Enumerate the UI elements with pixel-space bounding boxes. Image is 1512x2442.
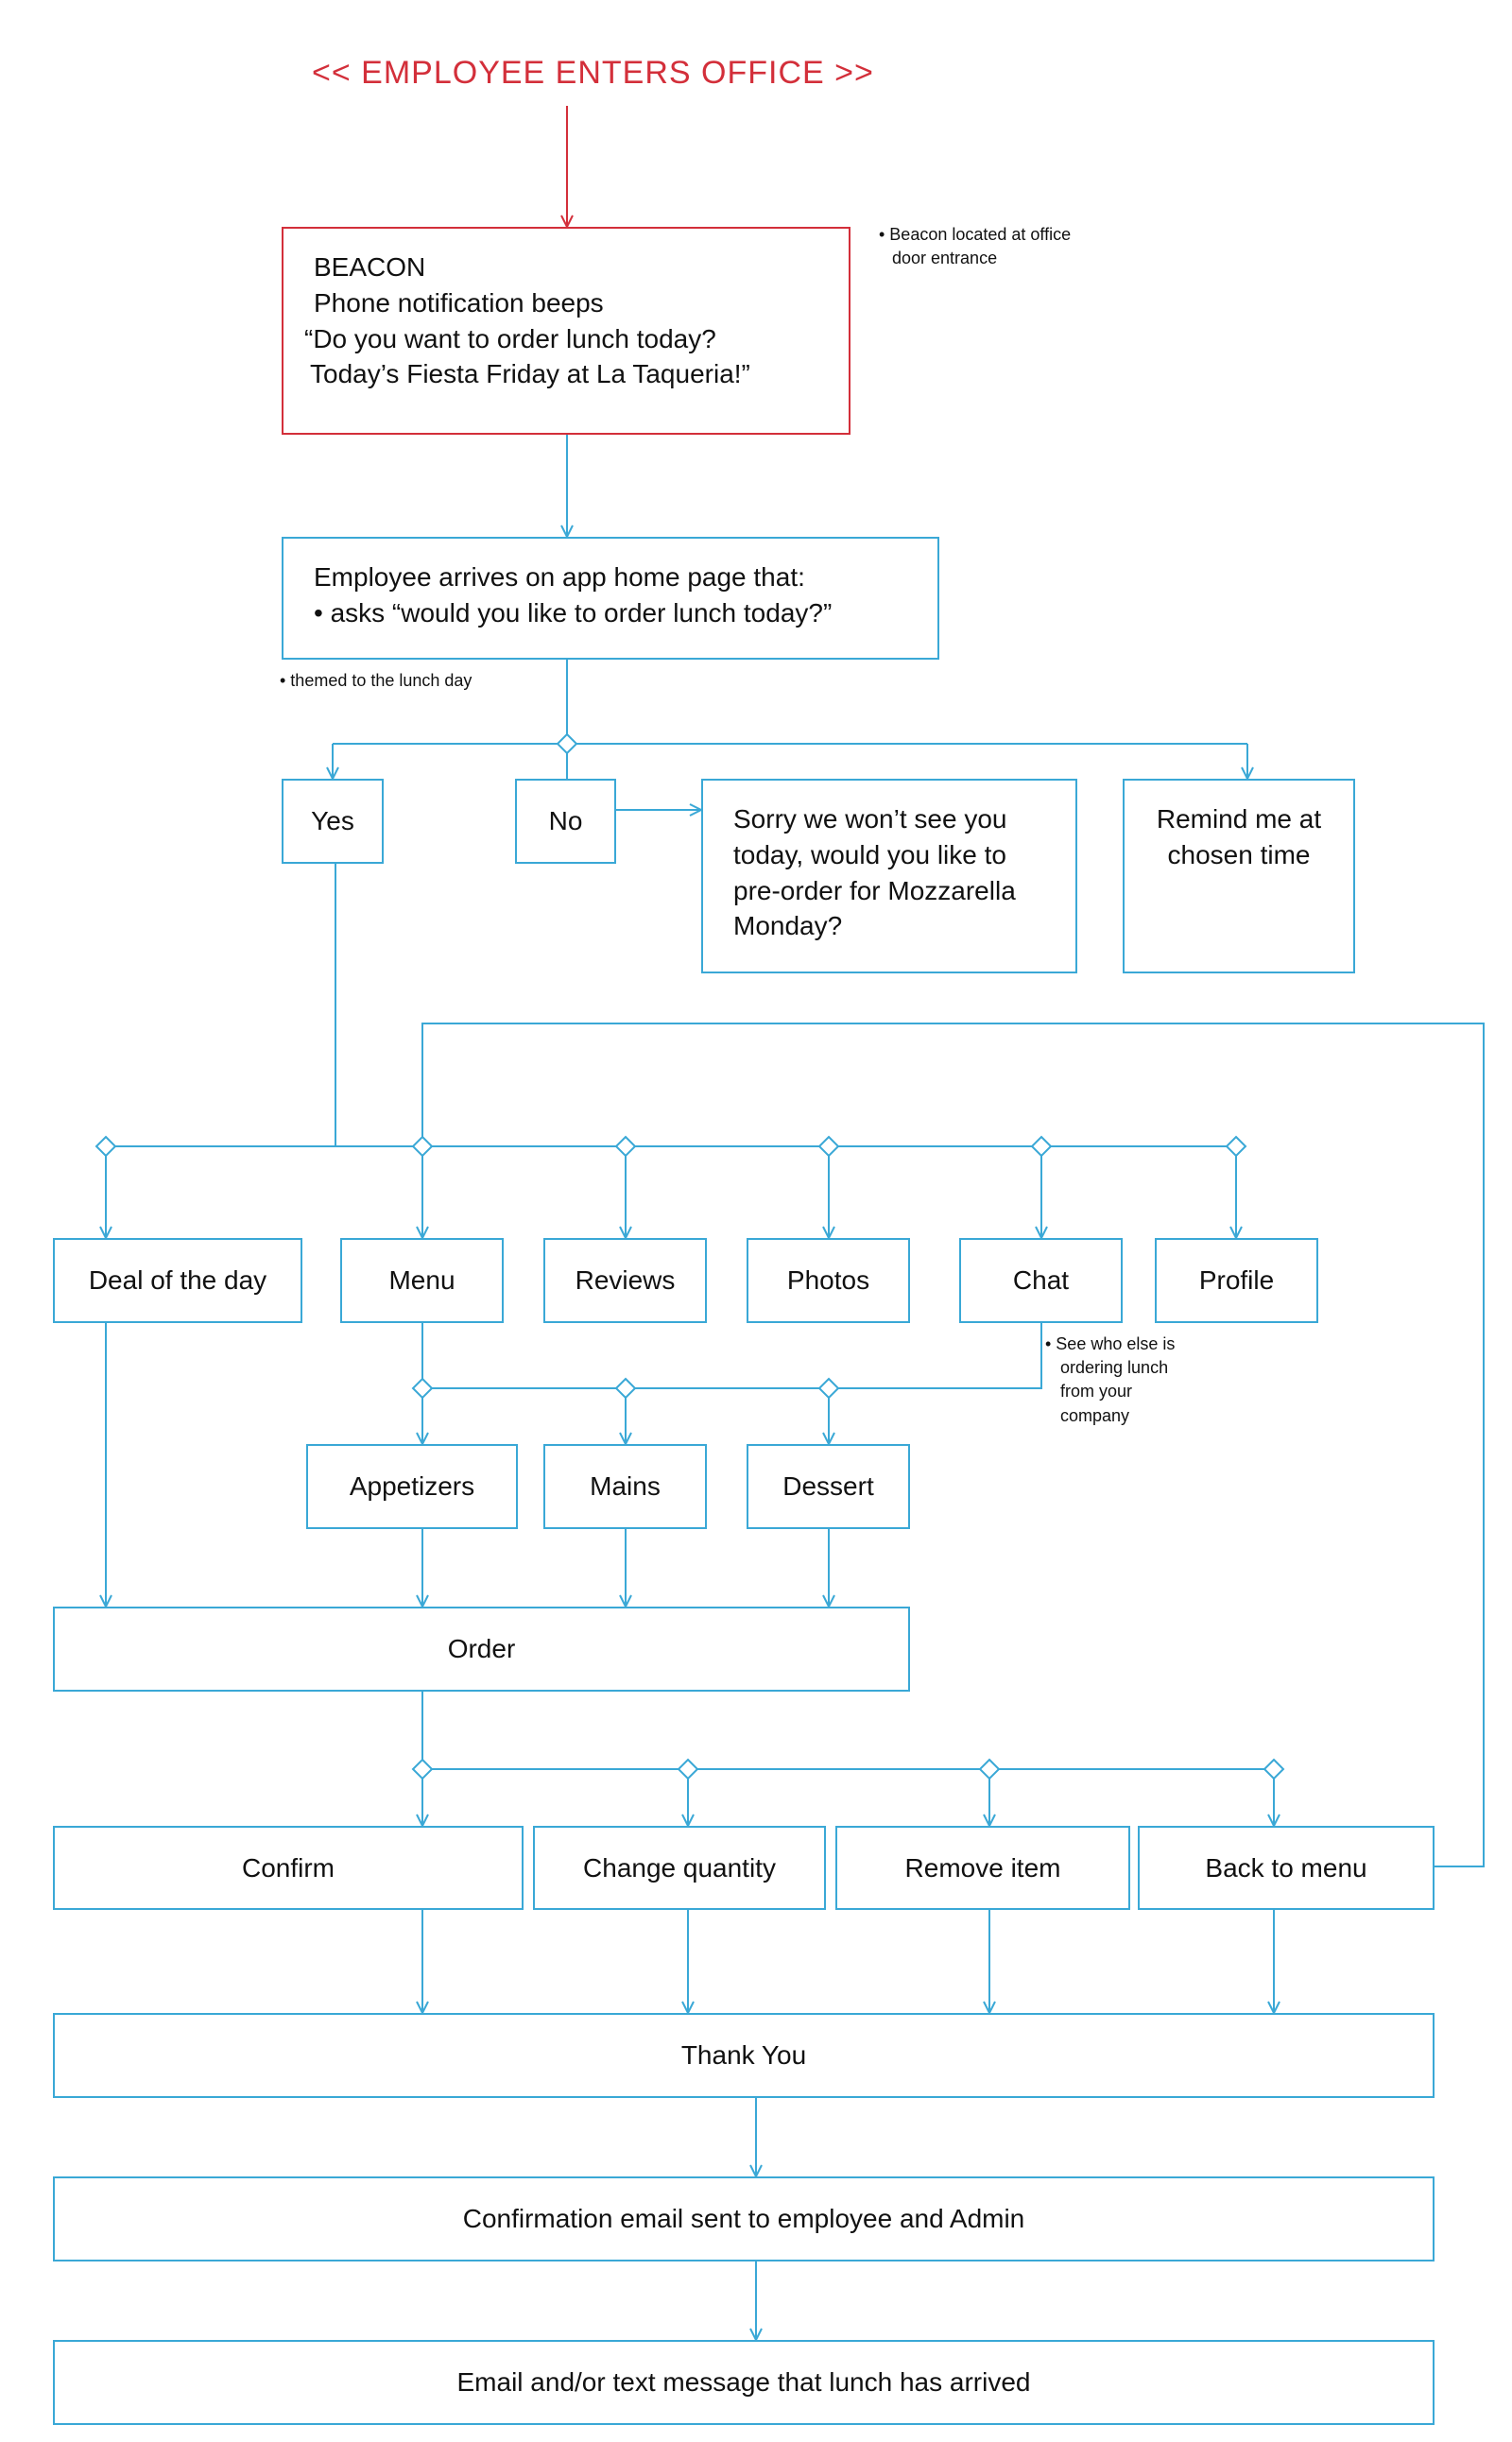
beacon-line: “Do you want to order lunch today? bbox=[304, 323, 716, 353]
beacon-box: BEACON Phone notification beeps “Do you … bbox=[282, 227, 850, 435]
chat-note-line: ordering lunch bbox=[1060, 1358, 1169, 1378]
sorry-box: Sorry we won’t see you today, would you … bbox=[701, 779, 1077, 973]
change-quantity-option[interactable]: Change quantity bbox=[533, 1826, 826, 1910]
menu-label: Menu bbox=[388, 1265, 455, 1296]
back-to-menu-loop bbox=[421, 1023, 1485, 1867]
decision-diamond bbox=[1030, 1135, 1053, 1158]
chat-label: Chat bbox=[1012, 1265, 1070, 1296]
confirmation-email-box: Confirmation email sent to employee and … bbox=[53, 2176, 1435, 2261]
remind-option[interactable]: Remind me at chosen time bbox=[1123, 779, 1355, 973]
decision-diamond bbox=[411, 1758, 434, 1780]
remind-line: chosen time bbox=[1167, 839, 1311, 869]
confirm-option[interactable]: Confirm bbox=[53, 1826, 524, 1910]
yes-label: Yes bbox=[311, 806, 354, 836]
decision-diamond bbox=[556, 732, 578, 755]
confirm-label: Confirm bbox=[241, 1852, 335, 1883]
change-quantity-label: Change quantity bbox=[583, 1852, 776, 1883]
reviews-option[interactable]: Reviews bbox=[543, 1238, 707, 1323]
deal-of-the-day-option[interactable]: Deal of the day bbox=[53, 1238, 302, 1323]
confirmation-email-label: Confirmation email sent to employee and … bbox=[462, 2204, 1025, 2234]
beacon-note-line: door entrance bbox=[892, 249, 998, 268]
yes-option[interactable]: Yes bbox=[282, 779, 384, 864]
order-label: Order bbox=[447, 1634, 516, 1664]
back-to-menu-option[interactable]: Back to menu bbox=[1138, 1826, 1435, 1910]
photos-label: Photos bbox=[786, 1265, 870, 1296]
decision-diamond bbox=[411, 1377, 434, 1400]
beacon-line: BEACON bbox=[314, 252, 426, 282]
beacon-note-line: • Beacon located at office bbox=[879, 225, 1072, 244]
remind-line: Remind me at bbox=[1156, 804, 1322, 834]
profile-option[interactable]: Profile bbox=[1155, 1238, 1318, 1323]
thank-you-label: Thank You bbox=[680, 2040, 807, 2071]
decision-diamond bbox=[817, 1377, 840, 1400]
profile-label: Profile bbox=[1198, 1265, 1275, 1296]
deal-label: Deal of the day bbox=[88, 1265, 267, 1296]
appetizers-option[interactable]: Appetizers bbox=[306, 1444, 518, 1529]
decision-diamond bbox=[614, 1135, 637, 1158]
home-page-box: Employee arrives on app home page that: … bbox=[282, 537, 939, 660]
lunch-arrived-label: Email and/or text message that lunch has… bbox=[456, 2367, 1031, 2398]
sorry-line: today, would you like to bbox=[733, 839, 1006, 869]
chat-note-line: from your bbox=[1060, 1382, 1133, 1402]
chat-to-menu-line bbox=[422, 1323, 1042, 1389]
mains-label: Mains bbox=[590, 1471, 661, 1502]
menu-option[interactable]: Menu bbox=[340, 1238, 504, 1323]
photos-option[interactable]: Photos bbox=[747, 1238, 910, 1323]
sorry-line: Monday? bbox=[733, 911, 843, 941]
reviews-label: Reviews bbox=[575, 1265, 676, 1296]
chat-note-line: • See who else is bbox=[1045, 1334, 1176, 1353]
chat-note: • See who else is ordering lunch from yo… bbox=[1045, 1333, 1175, 1428]
mains-option[interactable]: Mains bbox=[543, 1444, 707, 1529]
decision-diamond bbox=[1263, 1758, 1285, 1780]
dessert-label: Dessert bbox=[782, 1471, 874, 1502]
lunch-arrived-box: Email and/or text message that lunch has… bbox=[53, 2340, 1435, 2425]
decision-diamond bbox=[614, 1377, 637, 1400]
no-option[interactable]: No bbox=[515, 779, 616, 864]
chat-note-line: company bbox=[1060, 1405, 1130, 1425]
chat-option[interactable]: Chat bbox=[959, 1238, 1123, 1323]
back-to-menu-label: Back to menu bbox=[1205, 1852, 1367, 1883]
decision-diamond bbox=[817, 1135, 840, 1158]
decision-diamond bbox=[677, 1758, 699, 1780]
sorry-line: pre-order for Mozzarella bbox=[733, 875, 1016, 905]
beacon-line: Today’s Fiesta Friday at La Taqueria!” bbox=[310, 359, 750, 389]
thank-you-box: Thank You bbox=[53, 2013, 1435, 2098]
order-box[interactable]: Order bbox=[53, 1607, 910, 1692]
home-line: Employee arrives on app home page that: bbox=[314, 562, 805, 592]
remove-item-label: Remove item bbox=[904, 1852, 1061, 1883]
start-title: << EMPLOYEE ENTERS OFFICE >> bbox=[312, 55, 874, 91]
home-line: • asks “would you like to order lunch to… bbox=[314, 597, 833, 628]
decision-diamond bbox=[978, 1758, 1001, 1780]
no-label: No bbox=[548, 806, 583, 836]
beacon-note: • Beacon located at office door entrance bbox=[879, 223, 1071, 270]
remove-item-option[interactable]: Remove item bbox=[835, 1826, 1130, 1910]
sorry-line: Sorry we won’t see you bbox=[733, 804, 1007, 834]
decision-diamond bbox=[411, 1135, 434, 1158]
decision-diamond bbox=[94, 1135, 117, 1158]
appetizers-label: Appetizers bbox=[349, 1471, 475, 1502]
beacon-line: Phone notification beeps bbox=[314, 287, 604, 318]
dessert-option[interactable]: Dessert bbox=[747, 1444, 910, 1529]
decision-diamond bbox=[1225, 1135, 1247, 1158]
home-note: • themed to the lunch day bbox=[280, 671, 472, 690]
